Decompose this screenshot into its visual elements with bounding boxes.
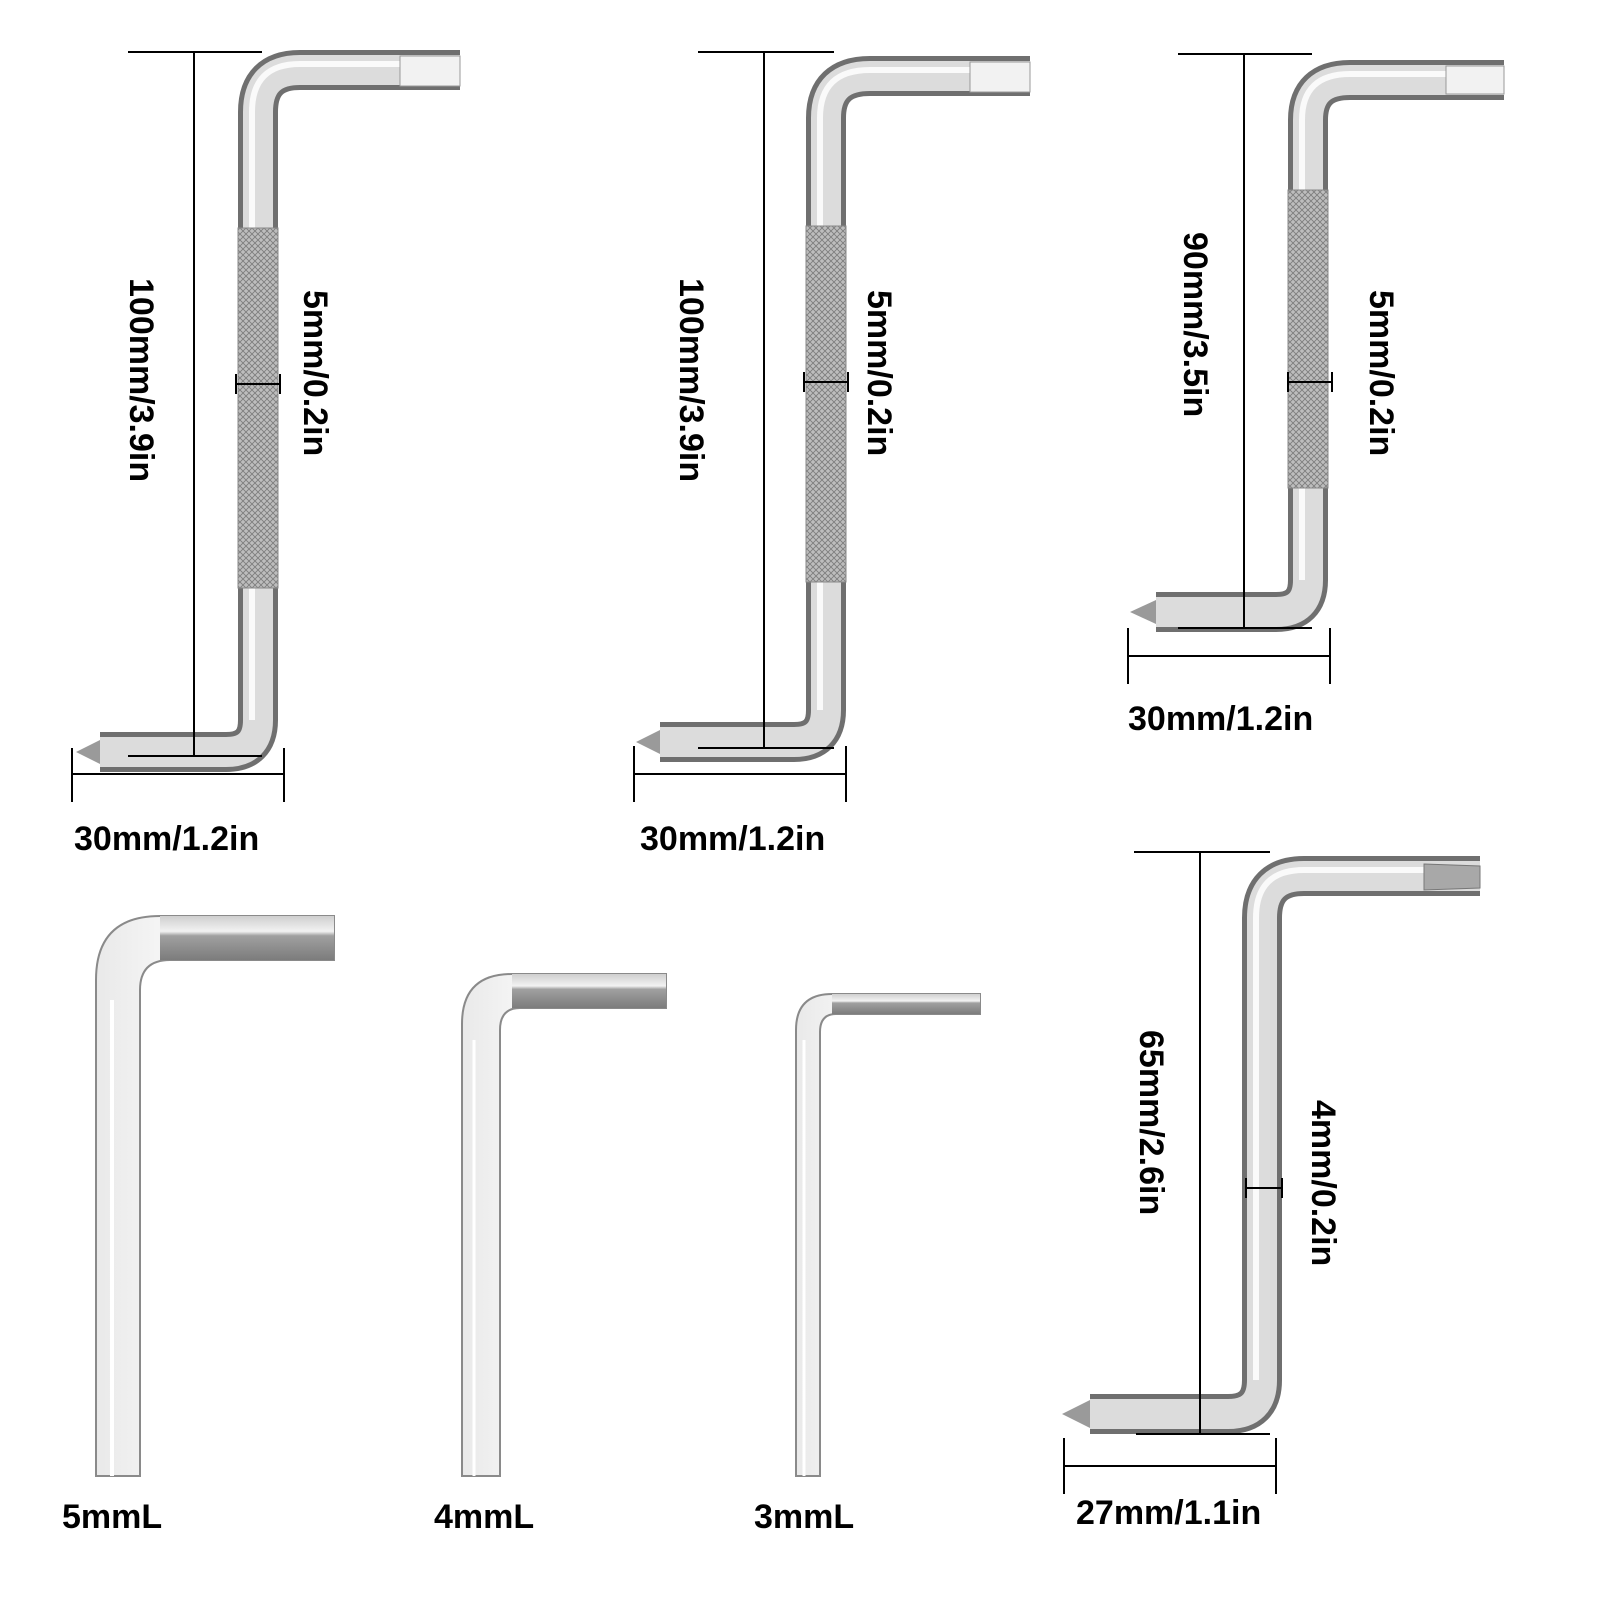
hex-key-3mm [795,993,981,1477]
screwdriver-1-width-label: 30mm/1.2in [74,820,259,858]
hex-key-5mm [95,915,335,1477]
torx-screwdriver-dimensions [1063,851,1283,1494]
screwdriver-2-length-label: 100mm/3.9in [672,278,710,482]
screwdriver-3-dimensions [1127,53,1333,684]
screwdriver-2-width-label: 30mm/1.2in [640,820,825,858]
screwdriver-3-width-label: 30mm/1.2in [1128,700,1313,738]
torx-diameter-label: 4mm/0.2in [1304,1100,1342,1266]
screwdriver-1-diameter-label: 5mm/0.2in [296,290,334,456]
screwdriver-3 [1130,60,1505,632]
screwdriver-2-dimensions [633,51,849,802]
torx-screwdriver [1062,856,1481,1434]
hex-key-3mm-label: 3mmL [754,1498,854,1536]
screwdriver-1 [76,50,461,772]
screwdriver-3-diameter-label: 5mm/0.2in [1362,290,1400,456]
screwdriver-2 [636,56,1031,762]
torx-length-label: 65mm/2.6in [1132,1030,1170,1215]
screwdriver-1-dimensions [71,51,285,802]
screwdriver-1-length-label: 100mm/3.9in [122,278,160,482]
screwdriver-2-diameter-label: 5mm/0.2in [860,290,898,456]
hex-key-4mm-label: 4mmL [434,1498,534,1536]
screwdriver-3-length-label: 90mm/3.5in [1176,232,1214,417]
hex-key-4mm [461,973,667,1477]
hex-key-5mm-label: 5mmL [62,1498,162,1536]
torx-width-label: 27mm/1.1in [1076,1494,1261,1532]
